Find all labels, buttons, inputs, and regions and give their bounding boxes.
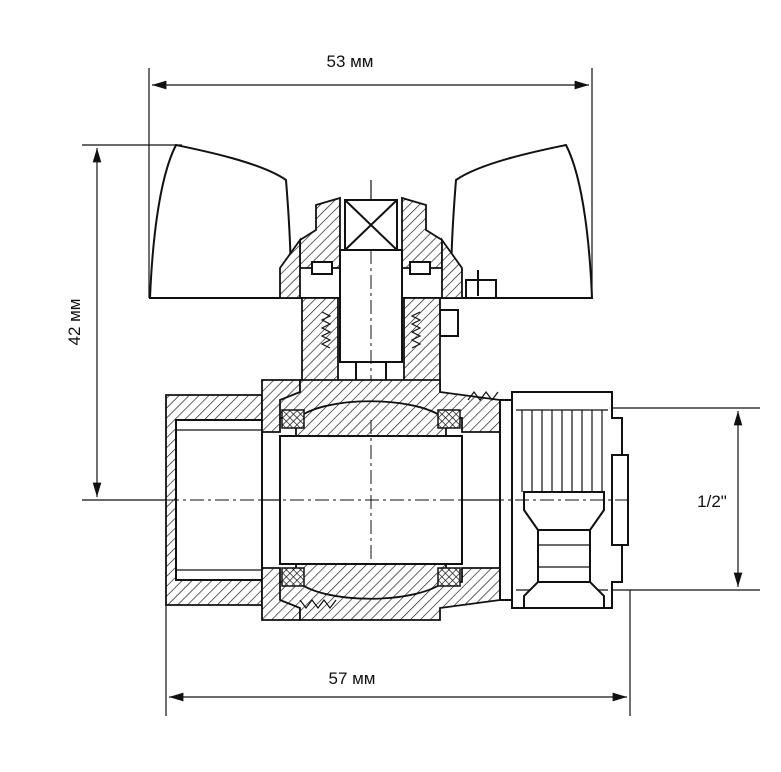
stem-nut xyxy=(279,180,463,299)
dimension-thread-label: 1/2" xyxy=(697,492,727,511)
dimension-bottom-width xyxy=(165,590,631,716)
dimension-top-width xyxy=(148,68,593,298)
dimension-height-label: 42 мм xyxy=(65,298,84,345)
butterfly-handle xyxy=(148,143,594,299)
dimension-bottom-width-label: 57 мм xyxy=(328,669,375,688)
dimension-top-width-label: 53 мм xyxy=(326,52,373,71)
dimension-thread xyxy=(612,407,760,591)
